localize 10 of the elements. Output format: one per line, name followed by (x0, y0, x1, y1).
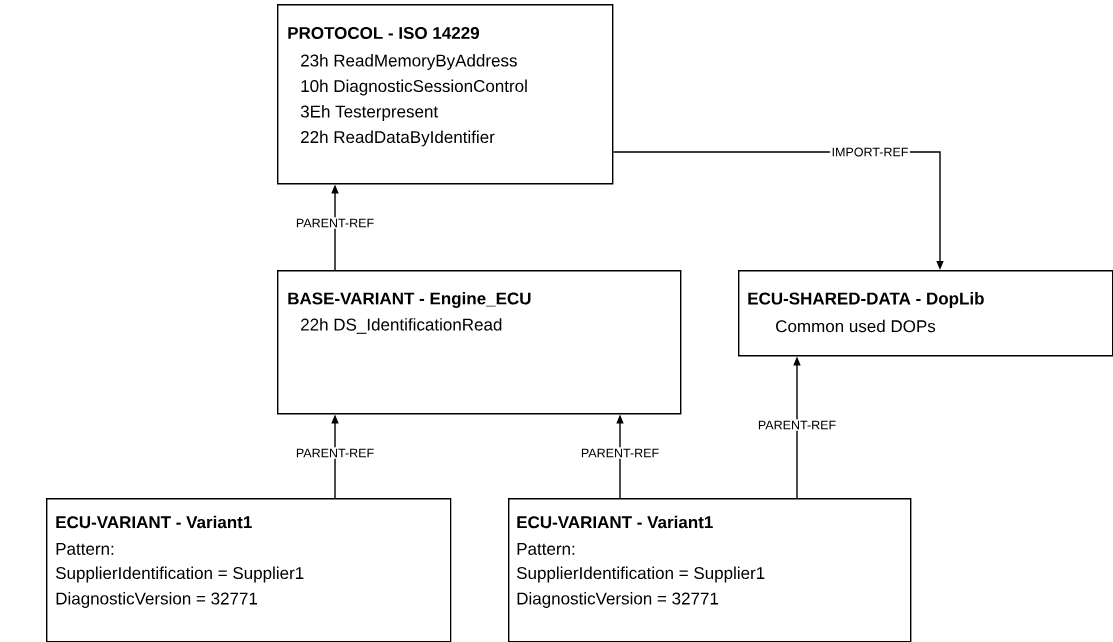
entity-box: BASE-VARIANT - Engine_ECU 22h DS_IdentificationRead (277, 270, 682, 415)
edge-label: PARENT-REF (294, 217, 376, 229)
edge-label: PARENT-REF (294, 447, 376, 459)
entity-box: ECU-SHARED-DATA - DopLib Common used DOPs (738, 270, 1113, 357)
entity-box: PROTOCOL - ISO 14229 23h ReadMemoryByAddress 10h DiagnosticSessionControl 3Eh Testerpresent 22h ReadDataByIdentifier (277, 4, 614, 185)
entity-box: ECU-VARIANT - Variant1 Pattern: SupplierIdentification = Supplier1 DiagnosticVersion = 32771 (508, 498, 912, 642)
edge-label: PARENT-REF (579, 447, 661, 459)
edge-label: IMPORT-REF (830, 146, 910, 158)
entity-box: ECU-VARIANT - Variant1 Pattern: SupplierIdentification = Supplier1 DiagnosticVersion = 32771 (46, 498, 452, 642)
edge-label: PARENT-REF (756, 419, 838, 431)
